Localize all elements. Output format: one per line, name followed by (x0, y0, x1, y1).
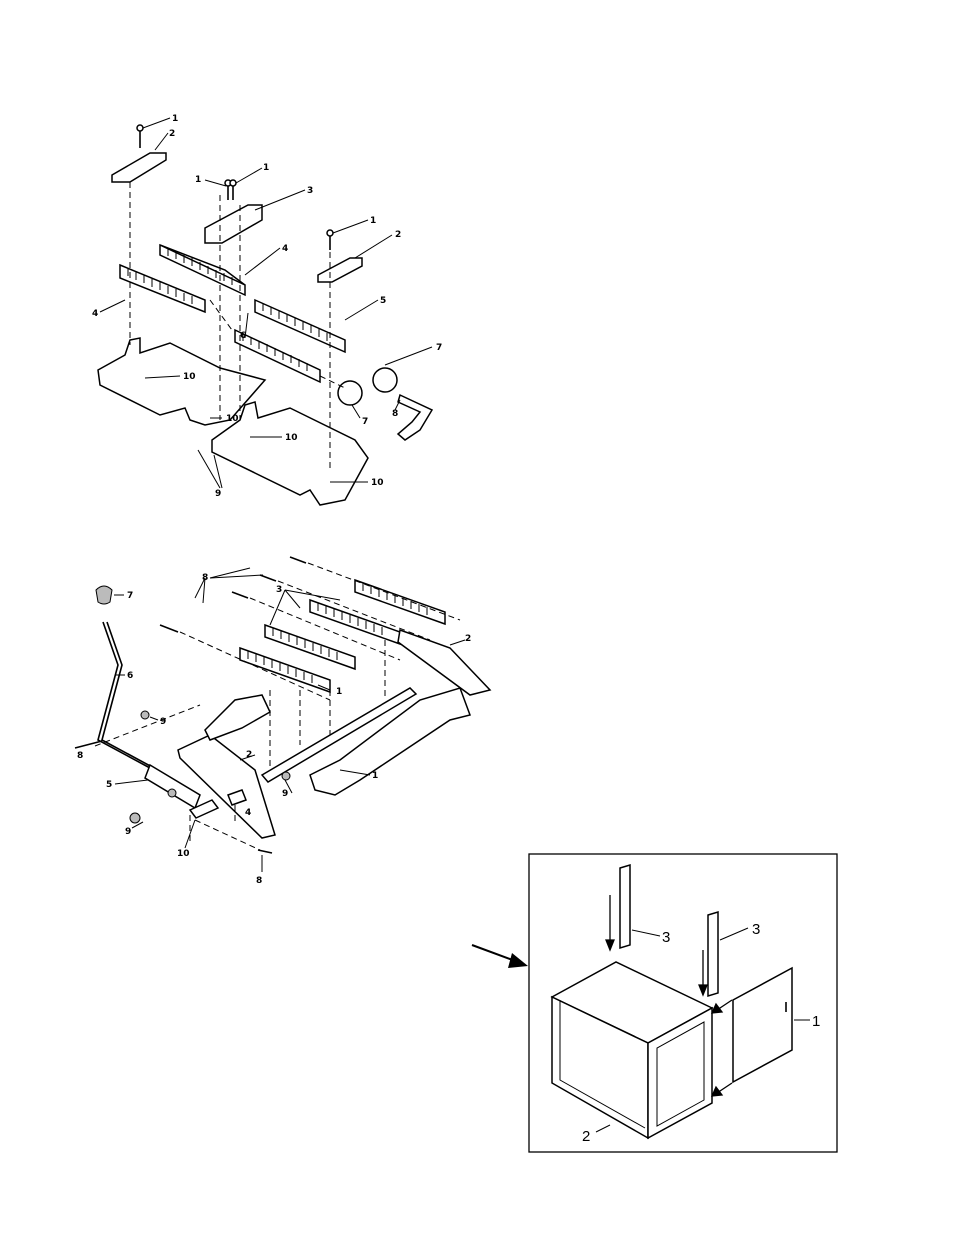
callout-label: 8 (256, 876, 262, 886)
bracket-part (112, 153, 166, 182)
callout-label: 10 (285, 433, 298, 443)
callout-label: 1 (372, 771, 378, 781)
nut-part (130, 813, 140, 823)
cabinet-body-part (552, 962, 712, 1138)
callout-label: 5 (106, 780, 112, 790)
callout-label: 10 (226, 414, 239, 424)
callout-label: 8 (77, 751, 83, 761)
side-plate-part (178, 735, 275, 838)
callout-label: 4 (92, 309, 98, 319)
callout-label: 1 (263, 163, 269, 173)
middle-exploded-view: 7 6 8 3 2 1 9 8 2 4 9 1 5 9 10 8 (75, 557, 490, 886)
callout-label: 6 (127, 671, 133, 681)
cabinet-view: 3 3 1 2 (472, 854, 837, 1152)
callout-label: 6 (240, 331, 246, 341)
callout-label: 9 (215, 489, 221, 499)
callout-label: 7 (127, 591, 133, 601)
callout-label: 1 (370, 216, 376, 226)
top-exploded-view: 1 2 1 1 3 4 4 1 2 5 6 7 7 8 10 10 10 9 1… (92, 114, 442, 505)
nut-part (282, 772, 290, 780)
callout-label: 1 (172, 114, 178, 124)
callout-label: 7 (436, 343, 442, 353)
callout-label: 3 (307, 186, 313, 196)
shaker-grate (235, 330, 320, 382)
nut-part (141, 711, 149, 719)
sleeve-part (145, 765, 200, 808)
gear-part (373, 368, 397, 392)
side-plate-part (398, 630, 490, 695)
callout-label: 2 (465, 634, 471, 644)
center-bracket-part (205, 205, 262, 243)
callout-label: 3 (662, 929, 670, 946)
callout-label: 2 (582, 1128, 590, 1145)
filler-strip-part (620, 865, 630, 948)
gear-part (338, 381, 362, 405)
callout-label: 10 (183, 372, 196, 382)
callout-label: 9 (160, 717, 166, 727)
grate-frame-part (98, 338, 265, 425)
nut-part (168, 789, 176, 797)
lever-part (98, 622, 150, 768)
callout-label: 9 (282, 789, 288, 799)
callout-label: 4 (282, 244, 288, 254)
crank-handle-part (398, 395, 432, 440)
callout-label: 10 (177, 849, 190, 859)
callout-label: 3 (752, 921, 760, 938)
shaker-grate (120, 265, 205, 312)
filler-strip-part (708, 912, 718, 996)
callout-label: 8 (392, 409, 398, 419)
knob-part (96, 586, 112, 604)
pointer-arrow-icon (472, 945, 528, 968)
callout-label: 7 (362, 417, 368, 427)
callout-label: 8 (202, 573, 208, 583)
callout-label: 2 (395, 230, 401, 240)
door-panel-part (733, 968, 792, 1082)
callout-label: 4 (245, 808, 251, 818)
callout-label: 5 (380, 296, 386, 306)
bearing-bar-part (205, 695, 270, 740)
bracket-part (318, 258, 362, 282)
callout-label: 1 (195, 175, 201, 185)
callout-label: 2 (169, 129, 175, 139)
callout-label: 1 (336, 687, 342, 697)
callout-label: 1 (812, 1013, 820, 1030)
shaker-grate (255, 300, 345, 352)
callout-label: 10 (371, 478, 384, 488)
callout-label: 2 (246, 750, 252, 760)
callout-label: 9 (125, 827, 131, 837)
callout-label: 3 (276, 585, 282, 595)
